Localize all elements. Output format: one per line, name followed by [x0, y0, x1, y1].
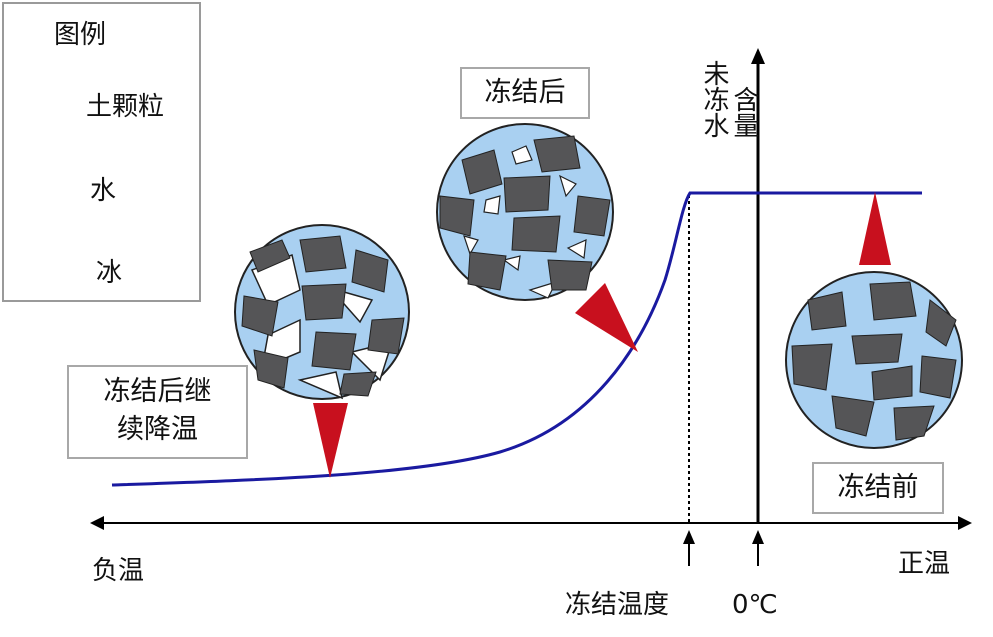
freezing-temp-pointer-head [683, 530, 695, 544]
zero-pointer-head [752, 530, 764, 544]
x-axis-left-arrowhead [90, 516, 104, 530]
legend-title: 图例 [54, 20, 106, 50]
label-after-cooling: 冻结后继 续降温 [67, 365, 248, 459]
legend-water-label: 水 [90, 176, 116, 206]
sample-after-cooling [235, 225, 409, 399]
x-negative-label: 负温 [92, 556, 144, 586]
label-after-cooling-line2: 续降温 [69, 411, 246, 449]
legend-soil-label: 土颗粒 [86, 92, 164, 122]
marker-after-cooling [313, 403, 348, 478]
label-after-freezing: 冻结后 [460, 67, 590, 119]
sample-after-freezing [437, 124, 613, 300]
x-positive-label: 正温 [898, 549, 950, 579]
legend-ice-label: 冰 [96, 258, 122, 288]
marker-before-freezing [859, 192, 891, 265]
sample-before-freezing [786, 272, 962, 448]
label-before-freezing: 冻结前 [812, 462, 944, 514]
freezing-temp-label: 冻结温度 [565, 590, 669, 620]
zero-celsius-label: 0℃ [732, 590, 778, 620]
label-after-cooling-line1: 冻结后继 [69, 373, 246, 411]
y-axis-label-line1: 未冻水 [700, 60, 728, 138]
marker-after-freezing [575, 283, 638, 352]
y-axis-label-line2: 含量 [730, 86, 758, 138]
x-axis-right-arrowhead [958, 516, 972, 530]
y-axis-arrowhead [751, 48, 765, 64]
